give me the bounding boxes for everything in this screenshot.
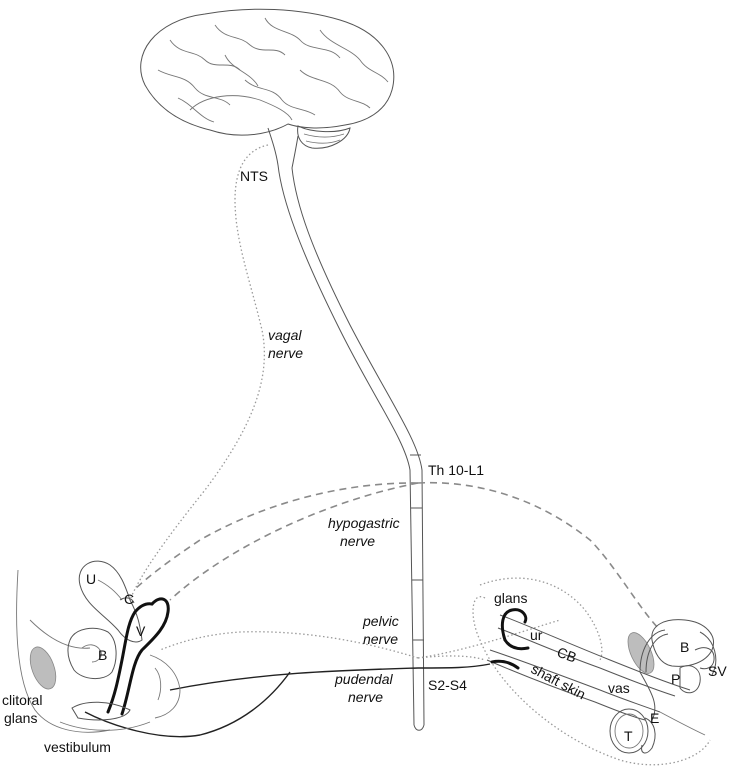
female-anatomy xyxy=(16,560,181,733)
male-anatomy xyxy=(472,577,717,766)
label-nts: NTS xyxy=(240,168,268,184)
label-shaft-skin: shaft skin xyxy=(529,661,589,703)
pelvic-nerve-lines xyxy=(159,619,561,661)
label-hypogastric-nerve-line2: nerve xyxy=(340,533,375,549)
label-b-female: B xyxy=(98,647,107,663)
label-sv: SV xyxy=(708,663,727,679)
label-clitoral-glans-line2: glans xyxy=(4,710,37,726)
spinal-cord xyxy=(277,164,425,731)
pudendal-nerve-lines xyxy=(84,663,491,738)
label-vas: vas xyxy=(608,680,630,696)
label-t: T xyxy=(624,728,633,744)
labels: NTS vagal nerve Th 10-L1 hypogastric ner… xyxy=(2,168,727,755)
hypogastric-nerve-lines xyxy=(133,481,661,631)
label-pelvic-nerve-line1: pelvic xyxy=(362,613,399,629)
label-v: V xyxy=(136,623,146,639)
label-cb: CB xyxy=(555,644,579,666)
label-vestibulum: vestibulum xyxy=(44,739,111,755)
label-c: C xyxy=(124,591,134,607)
label-pudendal-nerve-line2: nerve xyxy=(348,689,383,705)
label-vagal-nerve-line1: vagal xyxy=(268,327,302,343)
label-s2-s4: S2-S4 xyxy=(428,677,467,693)
label-p: P xyxy=(671,671,680,687)
label-pudendal-nerve-line1: pudendal xyxy=(334,671,394,687)
label-glans: glans xyxy=(494,590,527,606)
label-th10-l1: Th 10-L1 xyxy=(428,462,484,478)
brain xyxy=(140,8,395,169)
label-vagal-nerve-line2: nerve xyxy=(268,345,303,361)
label-hypogastric-nerve-line1: hypogastric xyxy=(328,515,400,531)
label-e: E xyxy=(650,710,659,726)
label-pelvic-nerve-line2: nerve xyxy=(363,631,398,647)
label-b-male: B xyxy=(680,639,689,655)
label-u: U xyxy=(86,571,96,587)
label-clitoral-glans-line1: clitoral xyxy=(2,692,42,708)
vagal-nerve-line xyxy=(129,144,269,601)
label-ur: ur xyxy=(530,627,543,643)
